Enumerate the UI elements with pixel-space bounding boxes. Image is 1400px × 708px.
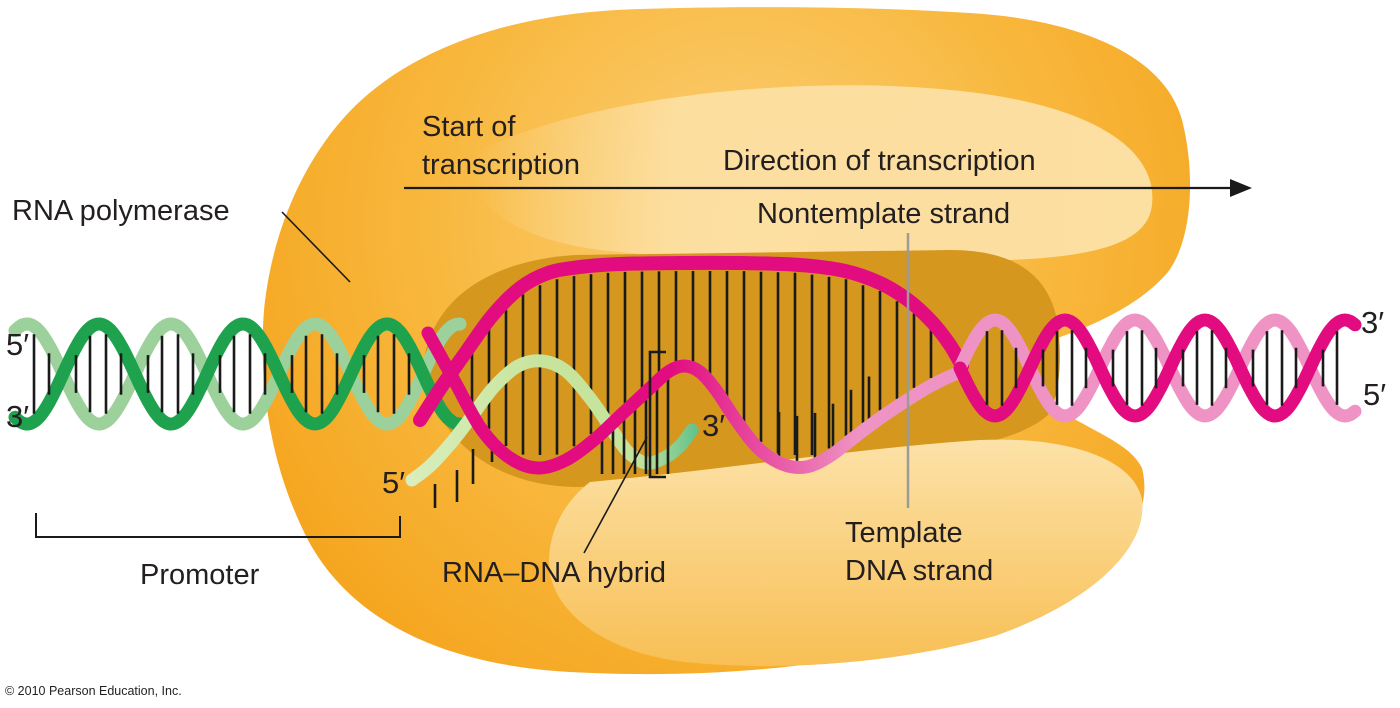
right-helix-strand-dark [953,313,1362,423]
left-helix-strand-light [8,317,467,431]
copyright-text: © 2010 Pearson Education, Inc. [5,684,182,698]
label-rna-polymerase: RNA polymerase [12,195,230,227]
label-direction-of-transcription: Direction of transcription [723,145,1036,177]
label-template-dna-strand: Template DNA strand [845,514,993,590]
promoter-bracket [35,513,401,538]
label-dna-left-3prime: 3′ [6,399,30,434]
label-start-of-transcription: Start of transcription [422,108,580,184]
label-start-of-transcription-line1: Start of [422,111,516,143]
label-template-dna-strand-line2: DNA strand [845,555,994,587]
direction-arrow [404,179,1252,197]
dna-double-helix-left [8,317,467,431]
label-rna-dna-hybrid: RNA–DNA hybrid [442,557,667,589]
label-promoter: Promoter [140,559,260,591]
rna-dna-hybrid-base-lines [600,379,670,474]
dna-double-helix-right [953,313,1362,423]
polymerase-cleft [423,250,1060,487]
direction-arrowhead [1230,179,1252,197]
transcription-bubble-base-lines [433,271,933,508]
label-dna-right-5prime: 5′ [1363,377,1387,412]
hybrid-region-bracket [648,350,666,479]
label-dna-left-5prime: 5′ [6,327,30,362]
label-rna-5prime: 5′ [382,465,406,500]
rna-transcript-strand [405,354,699,487]
right-helix-strand-light [953,313,1362,423]
label-nontemplate-strand: Nontemplate strand [757,198,1011,230]
leader-line-rna-polymerase [281,211,351,283]
label-rna-3prime: 3′ [702,408,726,443]
label-dna-right-3prime: 3′ [1361,305,1385,340]
leader-line-rna-dna-hybrid [583,436,648,554]
left-helix-strand-dark [8,317,467,431]
label-template-dna-strand-line1: Template [845,517,963,549]
label-start-of-transcription-line2: transcription [422,149,580,181]
nontemplate-dna-strand [413,255,969,427]
polymerase-lower-lobe-highlight [549,439,1143,666]
template-dna-strand [421,326,969,475]
polymerase-upper-lobe-highlight [474,85,1153,262]
